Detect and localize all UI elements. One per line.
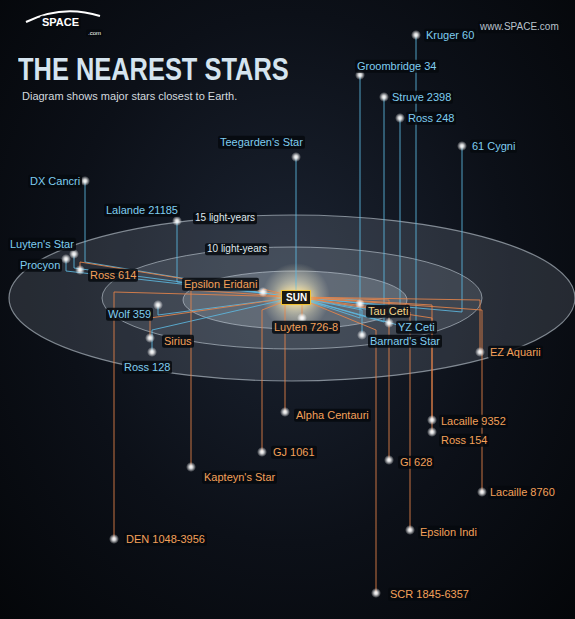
- star-dot: [357, 330, 367, 340]
- distance-label: 15 light-years: [193, 212, 257, 224]
- star-dot: [427, 415, 437, 425]
- star-dot: [109, 534, 119, 544]
- star-dot: [379, 92, 389, 102]
- middle-ring: [102, 247, 482, 349]
- star-leader-line: [296, 146, 462, 312]
- star-dot: [475, 347, 485, 357]
- star-name: DEN 1048-3956: [124, 533, 207, 546]
- subtitle: Diagram shows major stars closest to Ear…: [22, 90, 237, 103]
- title: THE NEAREST STARS: [18, 52, 289, 88]
- star-name: EZ Aquarii: [488, 346, 543, 359]
- star-dot: [61, 254, 71, 264]
- star-name: Ross 248: [406, 112, 456, 125]
- star-name: Epsilon Indi: [418, 526, 479, 539]
- star-dot: [172, 216, 182, 226]
- star-name: Teegarden's Star: [218, 136, 305, 149]
- star-leader-line: [191, 290, 296, 467]
- star-name: DX Cancri: [28, 175, 82, 188]
- star-leader-line: [80, 262, 296, 297]
- star-name: 61 Cygni: [470, 140, 517, 153]
- distance-label: 10 light-years: [205, 243, 269, 255]
- star-name: Ross 154: [439, 434, 489, 447]
- logo-text: www.SPACE.com: [478, 21, 561, 33]
- star-dot: [427, 427, 437, 437]
- star-name: Ross 128: [122, 361, 172, 374]
- logo-text: SPACE: [40, 16, 81, 29]
- star-name: Alpha Centauri: [294, 409, 371, 422]
- star-name: Luyten 726-8: [272, 321, 340, 334]
- star-leader-line: [296, 75, 360, 318]
- star-dot: [477, 487, 487, 497]
- star-leader-line: [285, 297, 296, 412]
- star-leader-line: [296, 118, 400, 315]
- star-name: Sirius: [162, 335, 194, 348]
- star-dot: [411, 30, 421, 40]
- star-dot: [153, 300, 163, 310]
- sun-box: SUN: [281, 290, 311, 305]
- star-leader-line: [114, 292, 296, 539]
- star-dot: [147, 347, 157, 357]
- star-leader-line: [85, 181, 296, 297]
- star-name: Lacaille 8760: [488, 486, 557, 499]
- outer-ring: [9, 215, 575, 381]
- star-dot: [186, 462, 196, 472]
- star-dot: [395, 113, 405, 123]
- star-name: Procyon: [18, 259, 62, 272]
- star-dot: [355, 299, 365, 309]
- star-name: GJ 1061: [271, 446, 317, 459]
- star-name: Ross 614: [88, 269, 138, 282]
- star-name: Tau Ceti: [366, 305, 410, 318]
- star-name: Luyten's Star: [8, 238, 76, 251]
- star-dot: [371, 588, 381, 598]
- star-dot: [384, 455, 394, 465]
- star-leader-line: [296, 157, 297, 297]
- star-name: Kapteyn's Star: [202, 471, 277, 484]
- star-name: Lalande 21185: [104, 204, 180, 217]
- star-dot: [405, 525, 415, 535]
- star-name: YZ Ceti: [396, 321, 437, 334]
- star-name: Wolf 359: [106, 308, 153, 321]
- star-dot: [280, 407, 290, 417]
- star-name: Groombridge 34: [355, 60, 439, 73]
- star-name: Struve 2398: [390, 91, 453, 104]
- star-leader-line: [66, 259, 296, 297]
- logo-text: .com: [86, 30, 103, 37]
- star-dot: [457, 141, 467, 151]
- star-name: SCR 1845-6357: [388, 588, 471, 601]
- star-name: Lacaille 9352: [439, 415, 508, 428]
- star-dot: [258, 287, 268, 297]
- star-leader-line: [296, 297, 432, 420]
- star-leader-line: [74, 254, 296, 297]
- star-name: Gl 628: [398, 456, 434, 469]
- star-leader-line: [177, 221, 296, 297]
- star-dot: [145, 333, 155, 343]
- star-dot: [384, 318, 394, 328]
- star-dot: [75, 265, 85, 275]
- node-text: SUN: [286, 293, 306, 303]
- star-dot: [257, 447, 267, 457]
- star-leader-line: [296, 97, 384, 322]
- star-name: Epsilon Eridani: [182, 278, 259, 291]
- star-leader-line: [296, 35, 416, 330]
- star-dot: [291, 152, 301, 162]
- star-name: Kruger 60: [424, 29, 476, 42]
- star-name: Barnard's Star: [368, 335, 442, 348]
